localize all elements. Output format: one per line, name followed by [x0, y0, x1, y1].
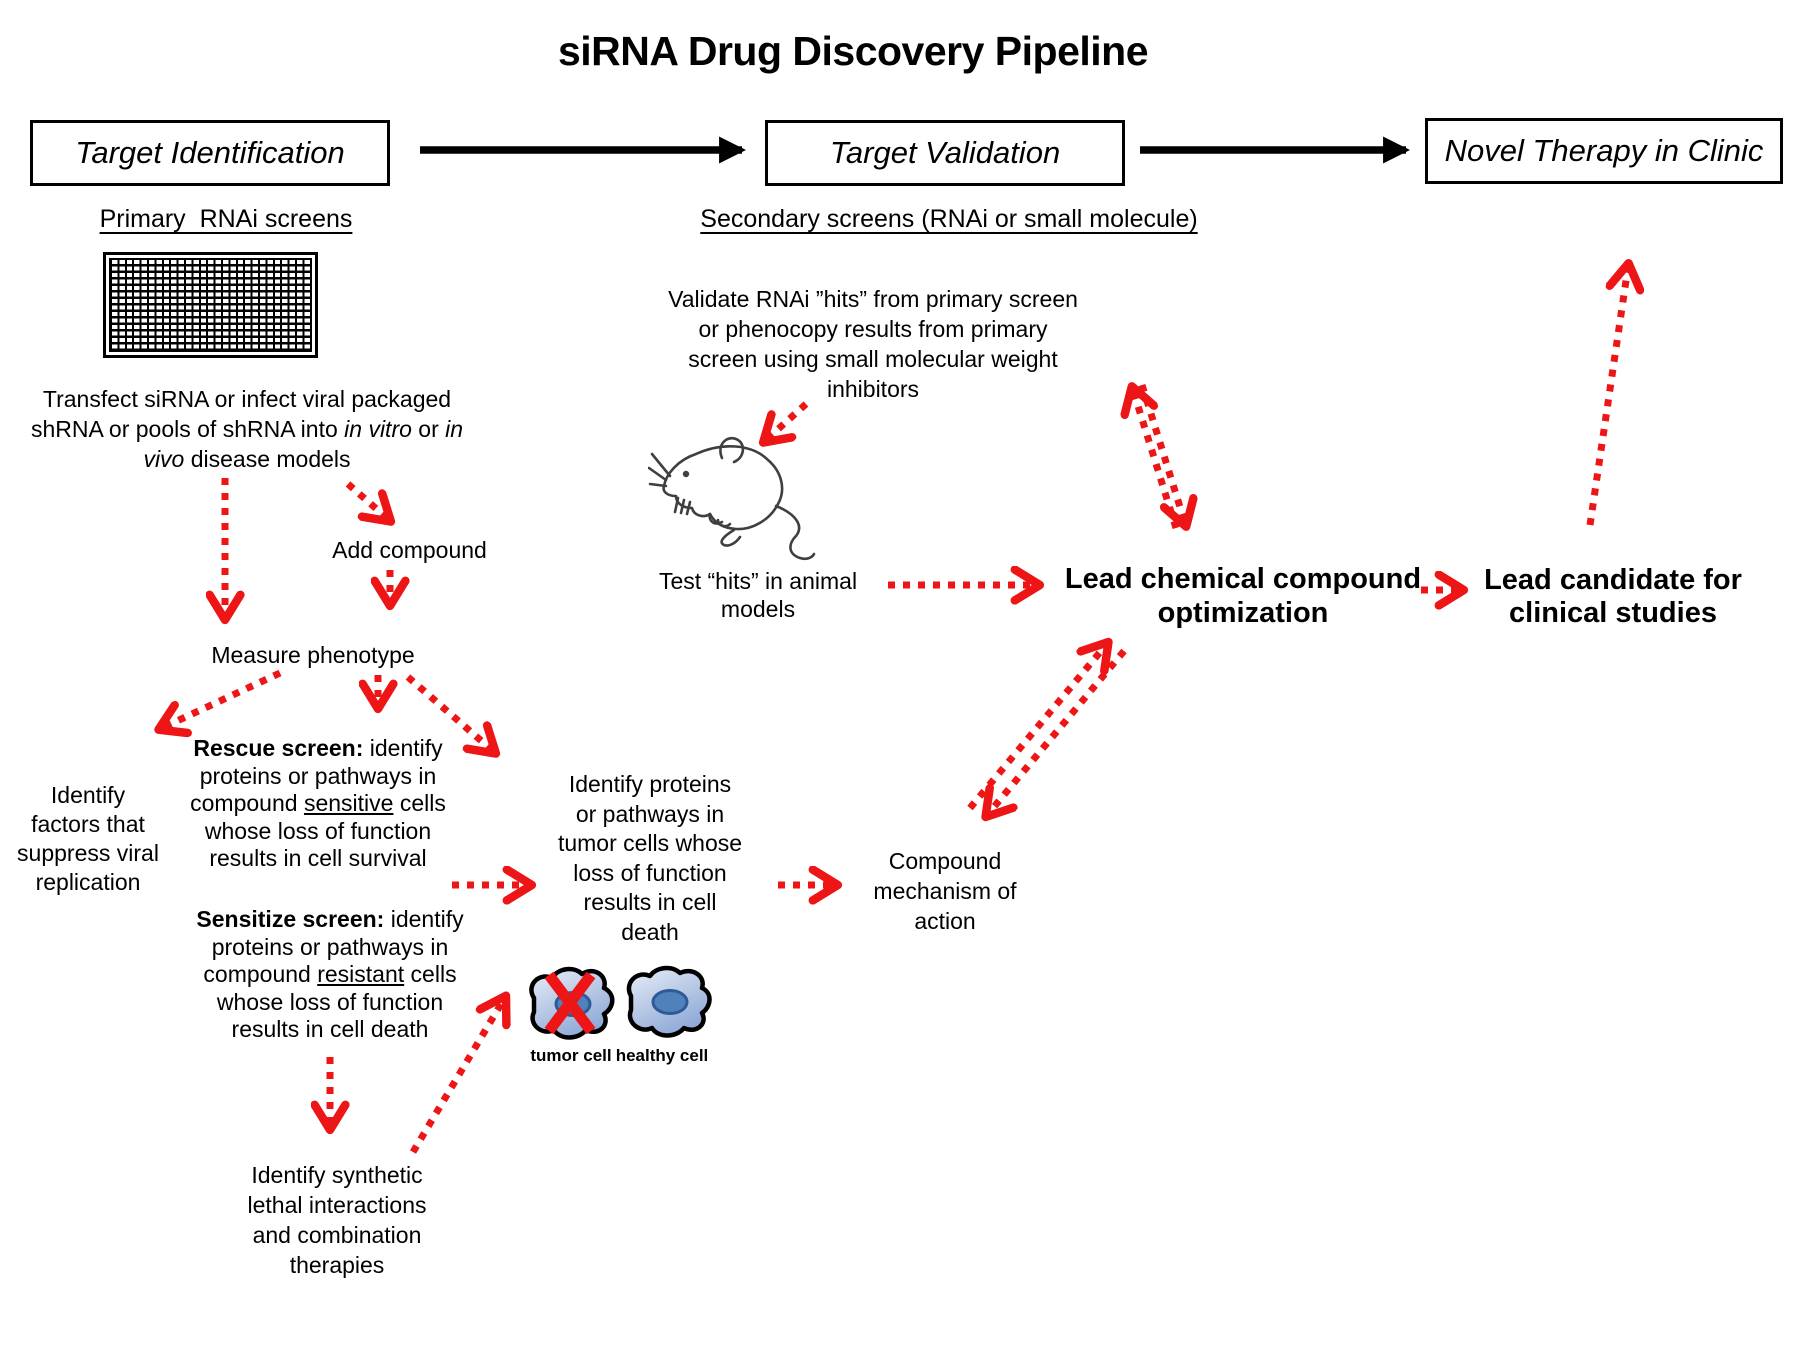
in-vivo-italic: in vivo: [143, 416, 464, 472]
arrow-mechanism-to-lead-chemical: [967, 645, 1106, 811]
transfect-text: Transfect siRNA or infect viral packaged…: [22, 384, 472, 474]
arrow-lead-candidate-to-clinic: [1586, 267, 1628, 526]
secondary-screens-heading: Secondary screens (RNAi or small molecul…: [700, 205, 1198, 233]
stage-box-target-identification: Target Identification: [30, 120, 390, 186]
stage-box-target-validation: Target Validation: [765, 120, 1125, 186]
resistant-underlined: resistant: [317, 961, 405, 987]
page-title: siRNA Drug Discovery Pipeline: [557, 28, 1149, 74]
microplate-wells: [109, 258, 312, 352]
healthy-cell-label: healthy cell: [615, 1046, 709, 1065]
transfect-part: or: [411, 416, 446, 442]
validate-hits-text: Validate RNAi ”hits” from primary screen…: [668, 286, 1078, 402]
healthy-cell-icon: [626, 965, 712, 1038]
identify-proteins-text: Identify proteins or pathways in tumor c…: [557, 771, 743, 945]
sensitive-underlined: sensitive: [303, 790, 394, 816]
mouse-icon: [648, 437, 816, 561]
lead-chemical-text: Lead chemical compound optimization: [1064, 563, 1422, 629]
sensitize-screen-bold: Sensitize screen:: [196, 906, 385, 932]
arrow-transfect-to-add-compound: [345, 481, 388, 519]
identify-factors-text: Identify factors that suppress viral rep…: [17, 782, 159, 895]
stage-box-novel-therapy: Novel Therapy in Clinic: [1425, 118, 1783, 184]
arrow-lead-chemical-to-validate: [1133, 390, 1180, 530]
primary-screens-heading: Primary RNAi screens: [99, 205, 353, 233]
lead-candidate-text: Lead candidate for clinical studies: [1484, 564, 1742, 629]
transfect-part: disease models: [184, 446, 351, 472]
rescue-screen-part: cells whose loss of function results in …: [204, 790, 446, 871]
stage-box-label: Target Identification: [75, 135, 345, 170]
rescue-screen-text: Rescue screen: identify proteins or path…: [184, 735, 452, 873]
tumor-cell-label: tumor cell: [530, 1046, 612, 1065]
compound-mechanism-text: Compound mechanism of action: [873, 848, 1017, 934]
test-hits-text: Test “hits” in animal models: [658, 568, 858, 622]
arrow-measure-to-identify-factors: [162, 669, 282, 728]
measure-phenotype-label: Measure phenotype: [211, 642, 415, 668]
sensitize-screen-part: cells whose loss of function results in …: [216, 961, 457, 1042]
sensitize-screen-text: Sensitize screen: identify proteins or p…: [196, 906, 464, 1044]
stage-box-label: Target Validation: [829, 135, 1061, 170]
cells-illustration: [529, 965, 712, 1040]
microplate-icon: [103, 252, 318, 358]
stage-box-label: Novel Therapy in Clinic: [1444, 133, 1764, 168]
rescue-screen-bold: Rescue screen:: [193, 735, 364, 761]
sensitize-screen-part: identify proteins or pathways in compoun…: [203, 906, 464, 987]
arrow-validate-to-lead-chemical: [1138, 383, 1185, 523]
add-compound-label: Add compound: [332, 537, 487, 563]
synthetic-lethal-text: Identify synthetic lethal interactions a…: [247, 1162, 427, 1278]
tumor-cell-icon: [529, 966, 615, 1040]
in-vitro-italic: in vitro: [344, 416, 412, 442]
red-x-icon: [544, 971, 596, 1035]
rescue-screen-part: identify proteins or pathways in compoun…: [190, 735, 443, 816]
transfect-part: Transfect siRNA or infect viral packaged…: [30, 386, 452, 442]
arrow-lead-chemical-to-mechanism: [988, 648, 1127, 814]
